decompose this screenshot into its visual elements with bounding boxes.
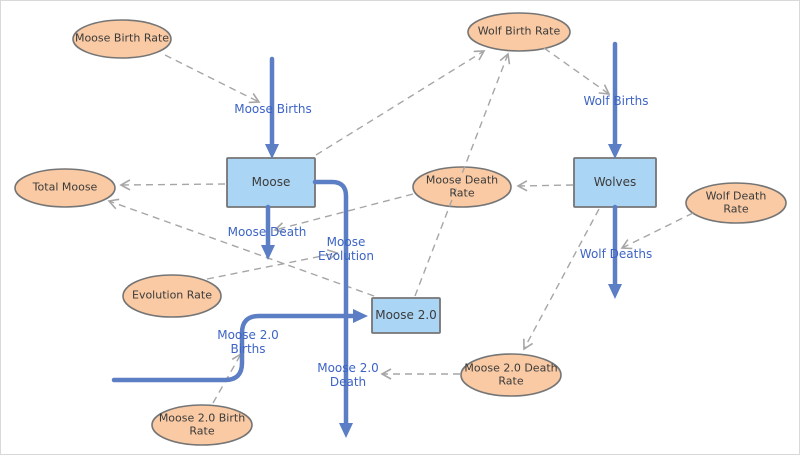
link-wolf-death-rate-to-wolf-deaths[interactable] xyxy=(620,212,694,250)
stock-moose[interactable] xyxy=(226,157,316,208)
flow-pipe-moose-evolution[interactable] xyxy=(312,179,349,319)
link-wolves-to-moose-death-rate[interactable] xyxy=(516,180,574,192)
link-wolf-birth-rate-to-wolf-births[interactable] xyxy=(543,47,611,95)
converter-total-moose[interactable] xyxy=(14,168,116,208)
stock-moose-20[interactable] xyxy=(371,297,441,334)
link-wolves-to-moose-20-death-rate[interactable] xyxy=(523,208,600,351)
converter-moose-20-death-rate[interactable] xyxy=(460,353,562,397)
converter-wolf-death-rate[interactable] xyxy=(685,182,787,224)
link-moose-20-to-total-moose[interactable] xyxy=(107,198,375,297)
converter-moose-20-birth-rate[interactable] xyxy=(151,404,253,446)
flow-pipe-moose-20-births[interactable] xyxy=(111,309,368,383)
converter-wolf-birth-rate[interactable] xyxy=(467,12,571,52)
converter-moose-death-rate[interactable] xyxy=(412,166,512,208)
link-moose-birth-rate-to-moose-births[interactable] xyxy=(164,54,261,104)
stock-wolves[interactable] xyxy=(573,157,657,208)
converter-evolution-rate[interactable] xyxy=(122,274,222,318)
link-moose-to-wolf-birth-rate[interactable] xyxy=(315,50,486,156)
link-evolution-rate-to-moose-evolution[interactable] xyxy=(206,249,339,280)
link-moose-20-to-wolf-birth-rate[interactable] xyxy=(414,52,511,297)
link-moose-to-total-moose[interactable] xyxy=(119,179,226,191)
converter-moose-birth-rate[interactable] xyxy=(72,19,172,59)
